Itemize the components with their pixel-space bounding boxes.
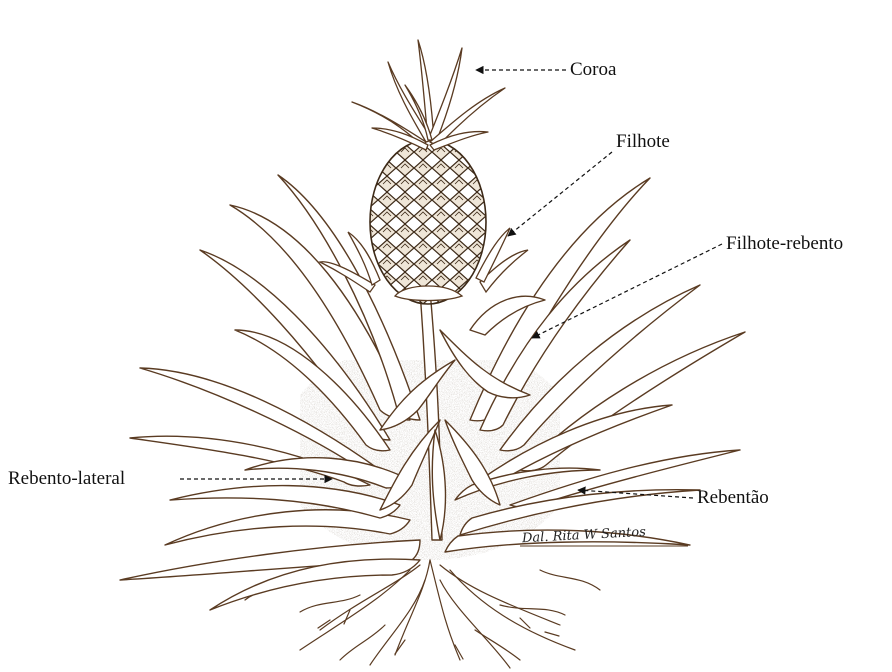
label-rebento-lateral: Rebento-lateral bbox=[8, 469, 125, 488]
label-filhote: Filhote bbox=[616, 132, 670, 151]
label-filhote-rebento: Filhote-rebento bbox=[726, 234, 843, 253]
label-rebentao: Rebentão bbox=[697, 488, 769, 507]
pineapple-fruit bbox=[370, 140, 486, 304]
label-coroa: Coroa bbox=[570, 60, 616, 79]
crown bbox=[352, 40, 505, 150]
